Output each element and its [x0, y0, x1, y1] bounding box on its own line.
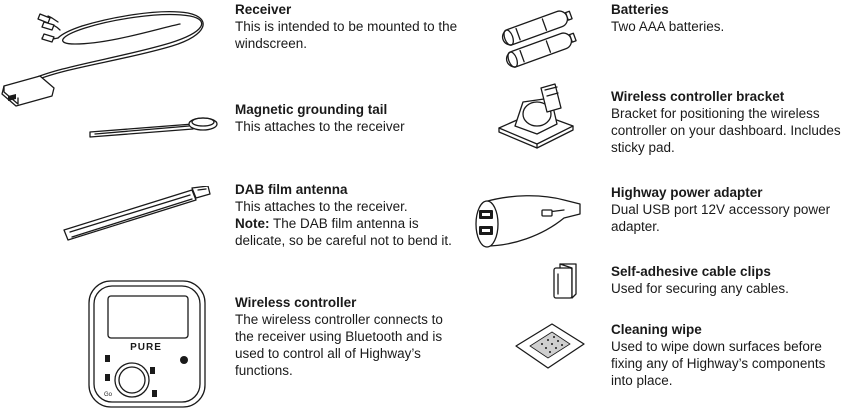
bracket-title: Wireless controller bracket	[611, 89, 785, 104]
grounding-title: Magnetic grounding tail	[235, 102, 388, 117]
receiver-desc: This is intended to be mounted to the wi…	[235, 19, 458, 51]
grounding-desc: This attaches to the receiver	[235, 119, 405, 134]
svg-text:Go: Go	[104, 392, 113, 398]
controller-brand: PURE	[130, 342, 162, 353]
wipe-title: Cleaning wipe	[611, 322, 702, 337]
antenna-desc: This attaches to the receiver. Note: The …	[235, 198, 465, 249]
wireless-controller-icon: PURE Go	[86, 278, 208, 410]
receiver-icon	[0, 8, 225, 110]
wipe-desc: Used to wipe down surfaces before fixing…	[611, 339, 826, 388]
bracket-desc: Bracket for positioning the wireless con…	[611, 106, 841, 155]
antenna-note: The DAB film antenna is delicate, so be …	[235, 216, 452, 248]
controller-desc: The wireless controller connects to the …	[235, 312, 443, 378]
controller-text: Wireless controller The wireless control…	[235, 295, 465, 379]
receiver-title: Receiver	[235, 2, 292, 17]
clips-desc: Used for securing any cables.	[611, 281, 789, 296]
cleaning-wipe-icon	[512, 320, 588, 372]
antenna-text: DAB film antenna This attaches to the re…	[235, 182, 465, 249]
antenna-note-label: Note:	[235, 216, 270, 231]
adapter-desc: Dual USB port 12V accessory power adapte…	[611, 202, 831, 234]
grounding-tail-icon	[85, 110, 220, 140]
adapter-text: Highway power adapter Dual USB port 12V …	[611, 185, 848, 235]
antenna-title: DAB film antenna	[235, 182, 348, 197]
bracket-text: Wireless controller bracket Bracket for …	[611, 89, 848, 156]
batteries-icon	[495, 6, 581, 70]
adapter-title: Highway power adapter	[611, 185, 763, 200]
grounding-text: Magnetic grounding tail This attaches to…	[235, 102, 465, 135]
batteries-text: Batteries Two AAA batteries.	[611, 2, 848, 35]
cable-clip-icon	[550, 260, 582, 302]
controller-title: Wireless controller	[235, 295, 357, 310]
antenna-desc-line: This attaches to the receiver.	[235, 199, 408, 214]
clips-text: Self-adhesive cable clips Used for secur…	[611, 264, 848, 297]
clips-title: Self-adhesive cable clips	[611, 264, 771, 279]
batteries-title: Batteries	[611, 2, 669, 17]
receiver-text: Receiver This is intended to be mounted …	[235, 2, 465, 52]
batteries-desc: Two AAA batteries.	[611, 19, 725, 34]
wipe-text: Cleaning wipe Used to wipe down surfaces…	[611, 322, 848, 389]
bracket-icon	[495, 82, 577, 150]
power-adapter-icon	[472, 188, 584, 254]
film-antenna-icon	[62, 186, 214, 244]
